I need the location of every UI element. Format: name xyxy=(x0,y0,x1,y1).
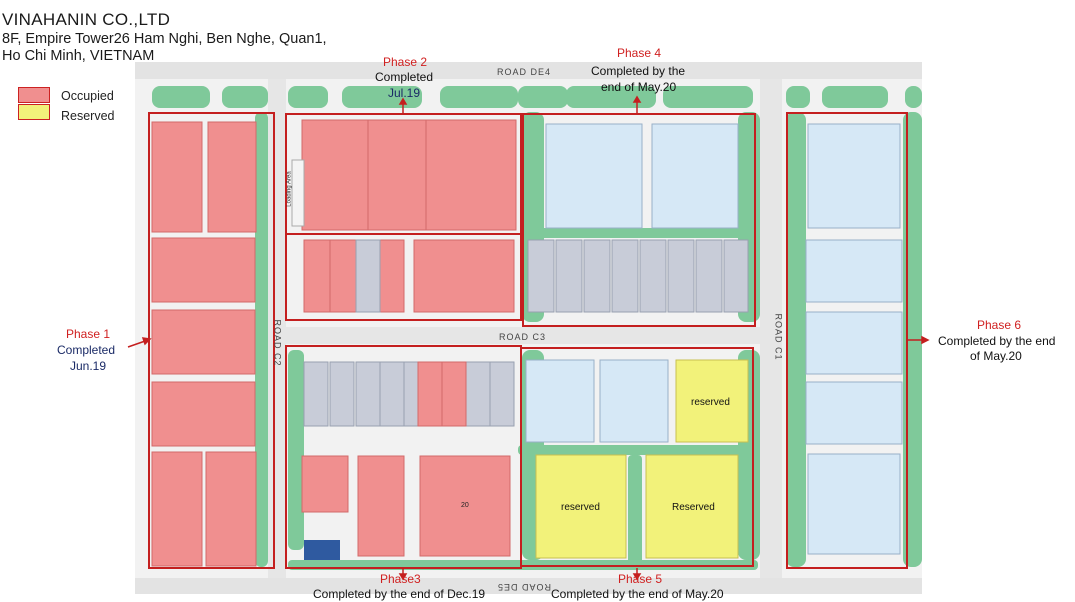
phase2-date: Jul.19 xyxy=(388,86,421,100)
reserved-label-3: Reserved xyxy=(672,502,715,513)
road-c3 xyxy=(286,327,772,344)
phase4-boundary xyxy=(522,113,756,327)
building-20-label: 20 xyxy=(461,502,469,509)
phase4-grey-buildings xyxy=(527,239,749,313)
phase2-name: Phase 2 xyxy=(383,55,428,69)
phase4-blue-buildings xyxy=(545,123,739,229)
phase-arrows xyxy=(127,95,930,581)
phase6-blue-buildings xyxy=(805,123,903,555)
phase6-date: of May.20 xyxy=(970,349,1022,363)
company-name: VINAHANIN CO.,LTD xyxy=(2,10,171,29)
road-c3-label: ROAD C3 xyxy=(499,332,547,342)
phase2-grey-buildings xyxy=(355,239,381,313)
road-c1-label: ROAD C1 xyxy=(773,313,784,361)
loading-area-label: Loading Area xyxy=(286,171,293,207)
phase2-boundary-bottom xyxy=(285,233,522,321)
loading-area xyxy=(291,159,305,227)
phase1-status: Completed xyxy=(57,343,116,357)
reserved-label-2: reserved xyxy=(561,502,600,513)
phase6-name: Phase 6 xyxy=(977,318,1022,332)
road-c2 xyxy=(268,79,286,578)
phase2-status: Completed xyxy=(375,70,434,84)
phase6-status: Completed by the end xyxy=(938,334,1056,348)
road-de4-label: ROAD DE4 xyxy=(497,67,552,77)
legend-occupied-label: Occupied xyxy=(61,89,114,103)
road-de4 xyxy=(135,62,922,79)
phase5-name: Phase 5 xyxy=(618,572,663,586)
phase4-date: end of May.20 xyxy=(601,80,677,94)
phase1-name: Phase 1 xyxy=(66,327,111,341)
legend-reserved-swatch xyxy=(18,104,50,120)
phase3-name: Phase3 xyxy=(380,572,421,586)
phase5-status: Completed by the end of May.20 xyxy=(551,587,724,601)
address-line-1: 8F, Empire Tower26 Ham Nghi, Ben Nghe, Q… xyxy=(2,31,327,47)
phase3-status: Completed by the end of Dec.19 xyxy=(313,587,486,601)
road-c1 xyxy=(760,79,782,578)
address-line-2: Ho Chi Minh, VIETNAM xyxy=(2,48,155,64)
phase3-grey-buildings xyxy=(303,361,515,427)
phase4-status: Completed by the xyxy=(591,64,686,78)
road-de5 xyxy=(135,578,922,594)
phase4-name: Phase 4 xyxy=(617,46,662,60)
legend-reserved-label: Reserved xyxy=(61,109,115,123)
phase3-blue-block xyxy=(304,540,340,560)
phase5-boundary xyxy=(520,347,754,567)
reserved-label-1: reserved xyxy=(691,397,730,408)
phase5-blue-buildings xyxy=(525,359,669,443)
road-c2-label: ROAD C2 xyxy=(272,319,283,367)
phase5-reserved-buildings xyxy=(535,359,749,559)
phase3-occupied-buildings xyxy=(301,361,511,557)
road-de5-label: ROAD DE5 xyxy=(497,582,552,592)
legend-occupied-swatch xyxy=(18,87,50,103)
phase1-date: Jun.19 xyxy=(70,359,107,373)
phase1-buildings xyxy=(151,121,257,567)
